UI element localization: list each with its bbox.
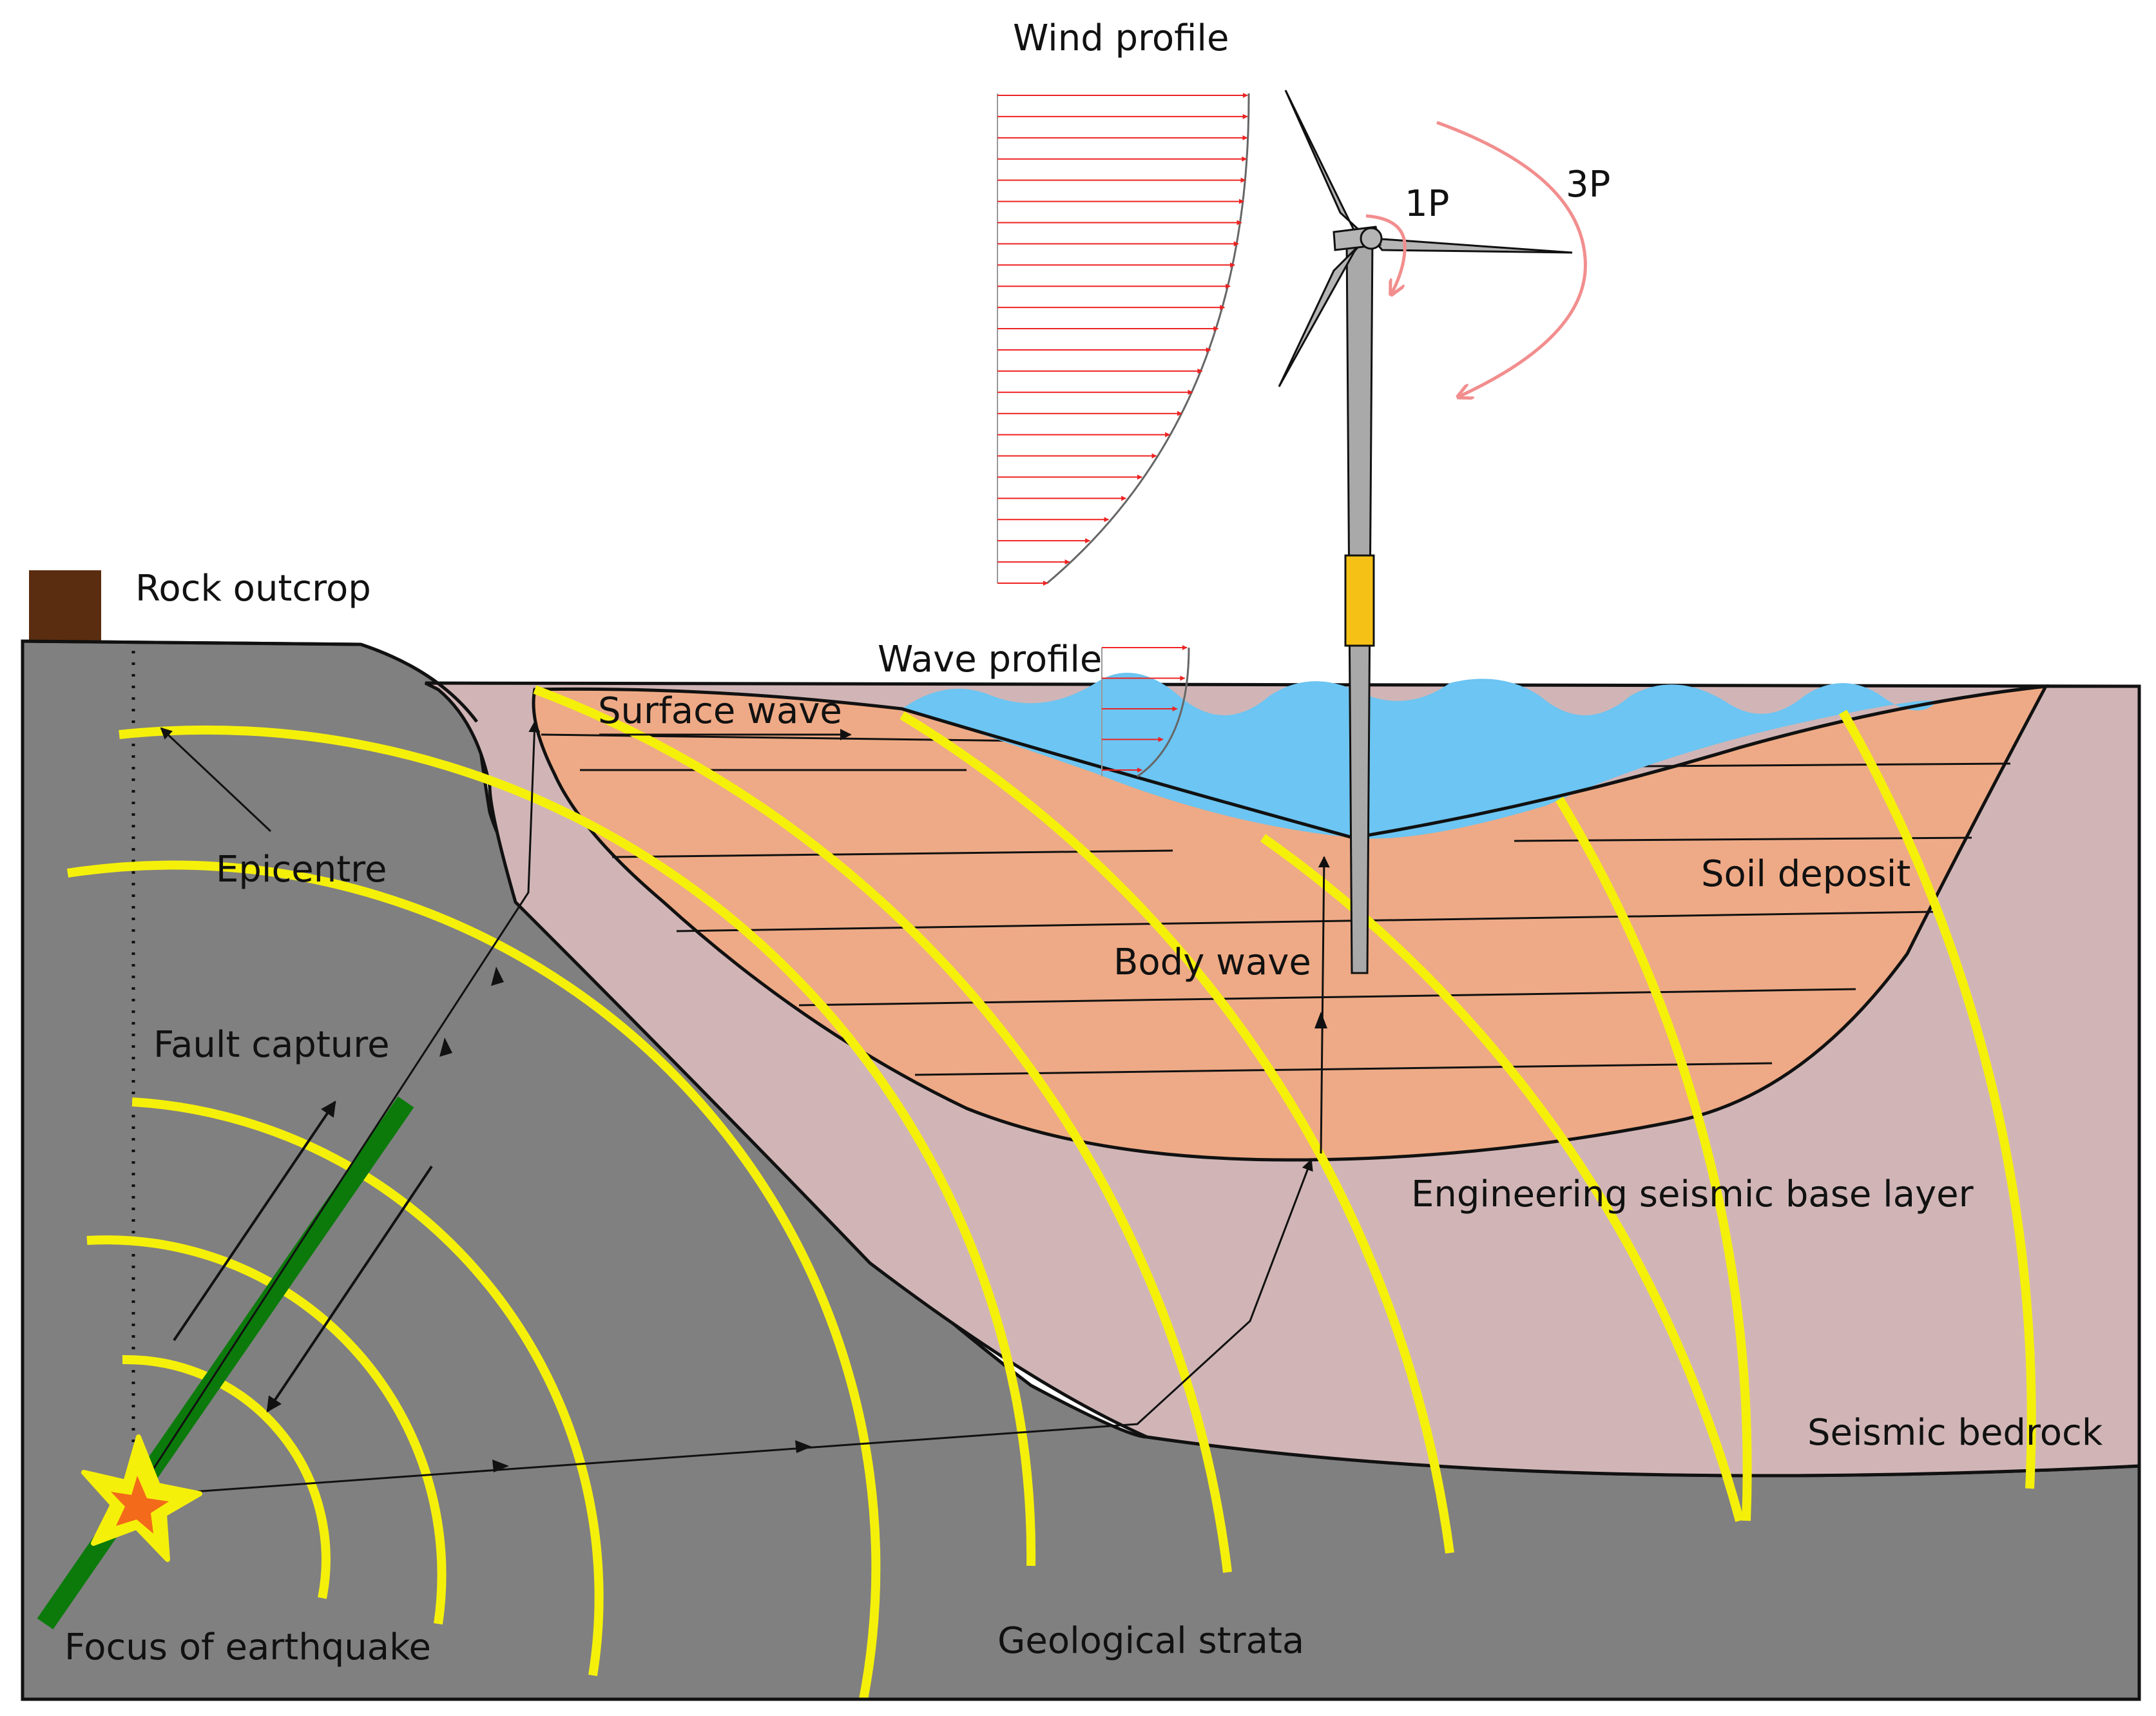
wavefront-7 <box>900 711 1454 1554</box>
wave-profile-graphic <box>1101 645 1190 778</box>
body-wave-ray <box>1318 856 1330 1154</box>
label-fault-capture: Fault capture <box>153 1024 390 1066</box>
wavefront-5 <box>119 725 1036 1567</box>
label-soil-deposit: Soil deposit <box>1701 853 1911 895</box>
wavefront-6 <box>533 685 1232 1573</box>
wavefront-4 <box>66 860 881 1699</box>
turbine-blade-top <box>1284 90 1367 244</box>
label-engineering-seismic-base-layer: Engineering seismic base layer <box>1411 1173 1974 1215</box>
rock-outcrop-block <box>29 570 101 641</box>
seismic-wavefronts <box>66 685 2036 1699</box>
label-seismic-bedrock: Seismic bedrock <box>1807 1412 2103 1454</box>
transition-piece <box>1344 554 1375 647</box>
label-geological-strata: Geological strata <box>997 1620 1304 1662</box>
wind-profile-curve <box>1046 93 1250 584</box>
wind-profile-graphic <box>997 93 1250 586</box>
label-1p: 1P <box>1405 183 1449 225</box>
ray-to-soil <box>193 1159 1313 1493</box>
turbine-blade-right <box>1370 237 1573 254</box>
label-wind-profile: Wind profile <box>1013 17 1229 59</box>
wavefront-9 <box>1555 796 1752 1521</box>
wavefront-10 <box>1838 709 2036 1489</box>
label-focus-of-earthquake: Focus of earthquake <box>64 1626 431 1668</box>
wavefront-3 <box>131 1097 604 1677</box>
ray-paths <box>137 720 1330 1493</box>
label-wave-profile: Wave profile <box>878 639 1102 680</box>
star-burst-icon <box>81 1434 202 1562</box>
label-rock-outcrop: Rock outcrop <box>135 568 371 610</box>
label-body-wave: Body wave <box>1113 941 1311 983</box>
turbine-hub <box>1360 227 1383 250</box>
wind-turbine-icon <box>1278 90 1573 974</box>
label-epicentre: Epicentre <box>216 849 387 891</box>
seabed-line <box>901 684 2046 840</box>
fault-slip-arrow-down <box>266 1165 433 1412</box>
rotation-arrow-3p <box>1436 121 1587 396</box>
fault-slip-arrow-up <box>173 1101 336 1342</box>
wave-profile-curve <box>1137 647 1190 778</box>
ray-to-surface <box>137 720 541 1492</box>
ground-surface-line <box>22 639 478 723</box>
wavefront-1 <box>122 1354 331 1599</box>
epicentre-pointer <box>160 727 272 833</box>
label-surface-wave: Surface wave <box>598 690 842 732</box>
diagram-frame <box>21 641 2141 1701</box>
ray-midpoint-arrows <box>439 967 1327 1472</box>
sea-water <box>902 673 1936 839</box>
wavefront-2 <box>86 1235 447 1625</box>
label-3p: 3P <box>1566 164 1610 206</box>
rotation-arrow-1p <box>1365 214 1407 293</box>
